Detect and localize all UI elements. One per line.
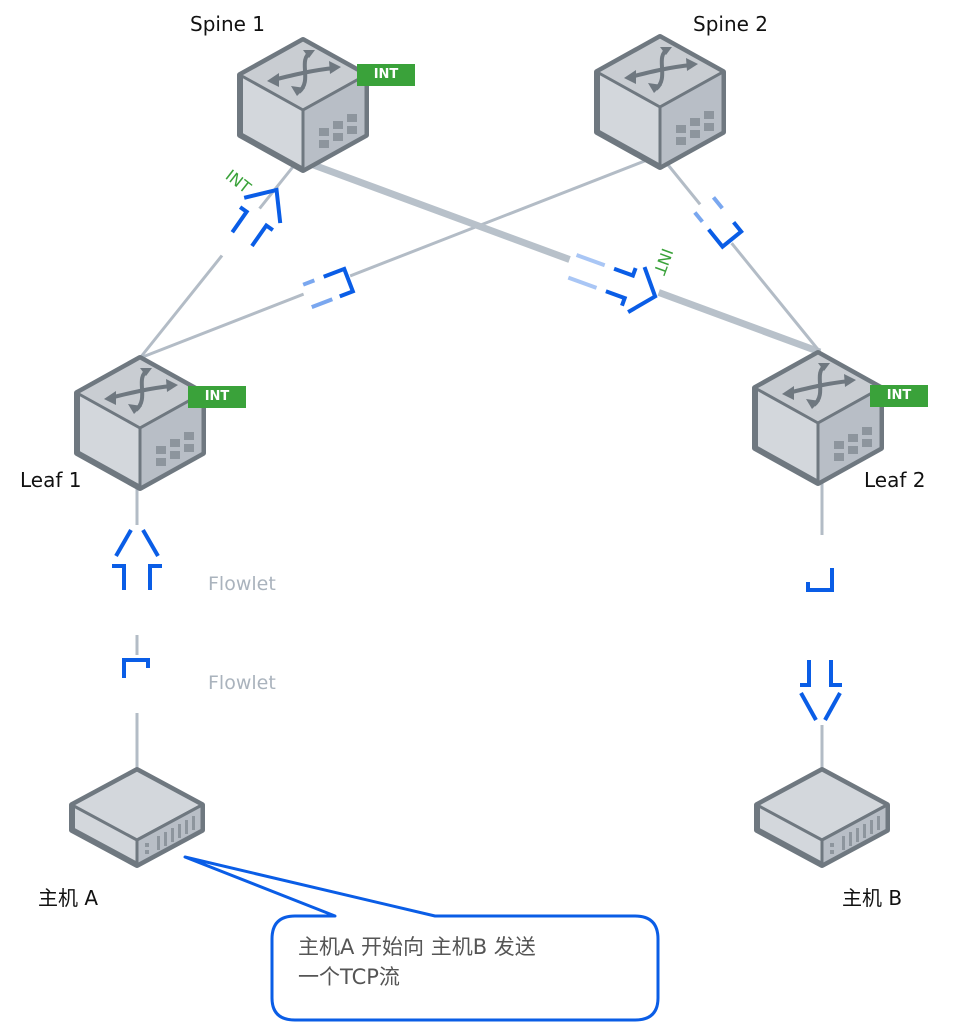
hostB-label: 主机 B (842, 886, 903, 910)
link-leaf1-spine2 (139, 153, 661, 360)
flow-arrow-leaf1-spine1 (210, 187, 283, 276)
spine1-label: Spine 1 (190, 12, 266, 36)
spine1-switch-icon[interactable] (240, 40, 366, 170)
hostA-label: 主机 A (38, 886, 99, 910)
flowlet-label: Flowlet (208, 573, 276, 595)
flow-arrow-leaf2-hostB (799, 535, 845, 725)
flow-arrow-hostA-leaf1 (112, 525, 162, 713)
link-spine1-leaf2 (298, 156, 822, 356)
leaf1-switch-icon[interactable] (77, 358, 203, 488)
callout-line-2: 一个TCP流 (298, 965, 400, 989)
leaf1-int-badge: INT (188, 386, 246, 408)
callout-bubble (183, 855, 660, 1022)
hostB-server-icon[interactable] (757, 770, 887, 865)
hostA-server-icon[interactable] (72, 770, 202, 865)
callout-line-1: 主机A 开始向 主机B 发送 (298, 935, 536, 959)
leaf1-label: Leaf 1 (20, 468, 82, 492)
link-spine2-leaf2 (658, 154, 822, 353)
flow-arrow-spine1-leaf2 (560, 243, 665, 318)
leaf2-label: Leaf 2 (864, 468, 926, 492)
leaf2-switch-icon[interactable] (755, 353, 881, 483)
callout-text: 主机A 开始向 主机B 发送 一个TCP流 (298, 932, 638, 992)
flowlet-leaf1-spine2 (299, 265, 357, 311)
spine1-int-badge: INT (357, 64, 415, 86)
spine2-label: Spine 2 (693, 12, 769, 36)
flowlet-spine2-leaf2 (691, 193, 745, 251)
leaf2-int-badge: INT (870, 385, 928, 407)
spine2-switch-icon[interactable] (597, 37, 723, 167)
flowlet-label: Flowlet (208, 672, 276, 694)
